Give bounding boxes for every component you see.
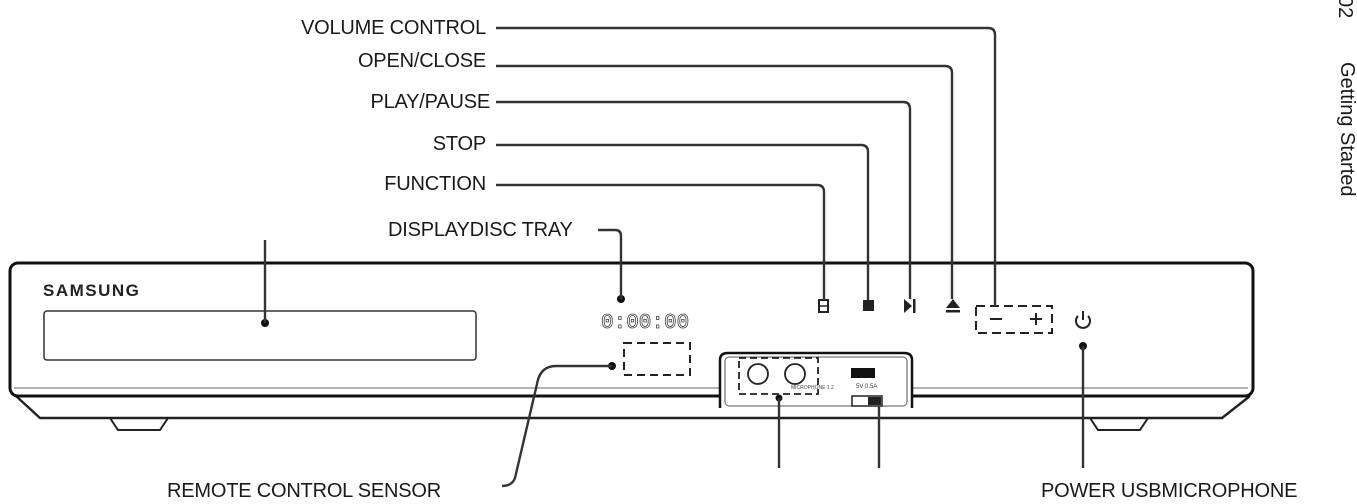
usb-port	[851, 368, 875, 378]
label-power-usb-microphone: POWER USBMICROPHONE	[1041, 480, 1298, 502]
leader-open-close	[496, 64, 954, 299]
label-display-disc-tray: DISPLAYDISC TRAY	[388, 219, 573, 241]
disc-tray	[43, 310, 477, 361]
leader-volume	[496, 26, 997, 306]
left-foot	[108, 417, 170, 431]
device-base	[15, 395, 1251, 420]
label-play-pause: PLAY/PAUSE	[370, 91, 490, 113]
mic-label: MICROPHONE 1 2	[791, 385, 834, 391]
front-io-panel: MICROPHONE 1 2 5V 0.5A	[718, 351, 914, 408]
mic-jack-2	[784, 363, 806, 385]
power-button	[1075, 311, 1091, 329]
mic-jack-1	[747, 363, 769, 385]
leader-play-pause	[496, 100, 912, 299]
open-close-button	[946, 299, 960, 313]
leader-remote-sensor	[501, 364, 612, 488]
volume-control-buttons	[975, 305, 1053, 334]
samsung-logo: SAMSUNG	[43, 281, 140, 300]
label-function: FUNCTION	[384, 173, 486, 195]
label-volume-control: VOLUME CONTROL	[300, 17, 486, 39]
label-open-close: OPEN/CLOSE	[357, 50, 486, 72]
device-body	[8, 261, 1255, 398]
remote-sensor-window	[623, 342, 691, 376]
stop-button	[863, 300, 874, 311]
label-remote-control-sensor: REMOTE CONTROL SENSOR	[167, 480, 441, 502]
leader-function	[496, 183, 826, 300]
right-foot	[1088, 417, 1150, 431]
leader-stop	[496, 143, 870, 300]
leader-display	[598, 228, 623, 299]
usb-slider	[851, 395, 883, 407]
label-stop: STOP	[432, 133, 486, 155]
display-readout: 0:00:00	[601, 312, 689, 335]
microphone-jacks-area	[738, 357, 819, 395]
usb-port-label: 5V 0.5A	[856, 384, 877, 390]
play-pause-button	[904, 299, 916, 313]
